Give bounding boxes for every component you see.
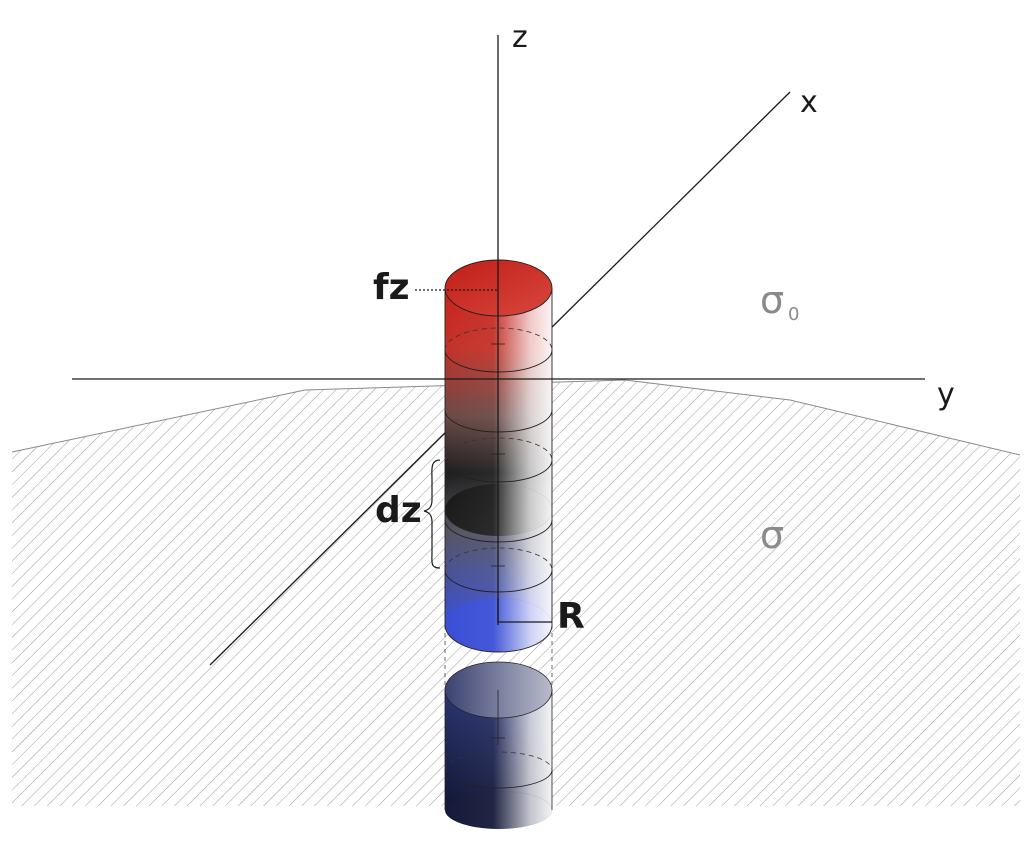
y-axis-label: y bbox=[937, 377, 955, 412]
sigma0-symbol: σ bbox=[760, 278, 784, 322]
sigma0-label: σ 0 bbox=[760, 278, 799, 325]
radius-label: R bbox=[557, 596, 585, 637]
sigma0-subscript: 0 bbox=[788, 304, 799, 325]
dz-brace bbox=[423, 459, 441, 569]
sigma-label: σ bbox=[760, 513, 784, 557]
lower-cylinder bbox=[444, 661, 553, 829]
dz-label: dz bbox=[375, 490, 422, 531]
ground-surface-line bbox=[11, 379, 1021, 456]
z-axis-label: z bbox=[512, 20, 528, 55]
fz-label: fz bbox=[373, 267, 410, 308]
x-axis-label: x bbox=[800, 85, 818, 120]
radius-leader bbox=[497, 598, 552, 623]
